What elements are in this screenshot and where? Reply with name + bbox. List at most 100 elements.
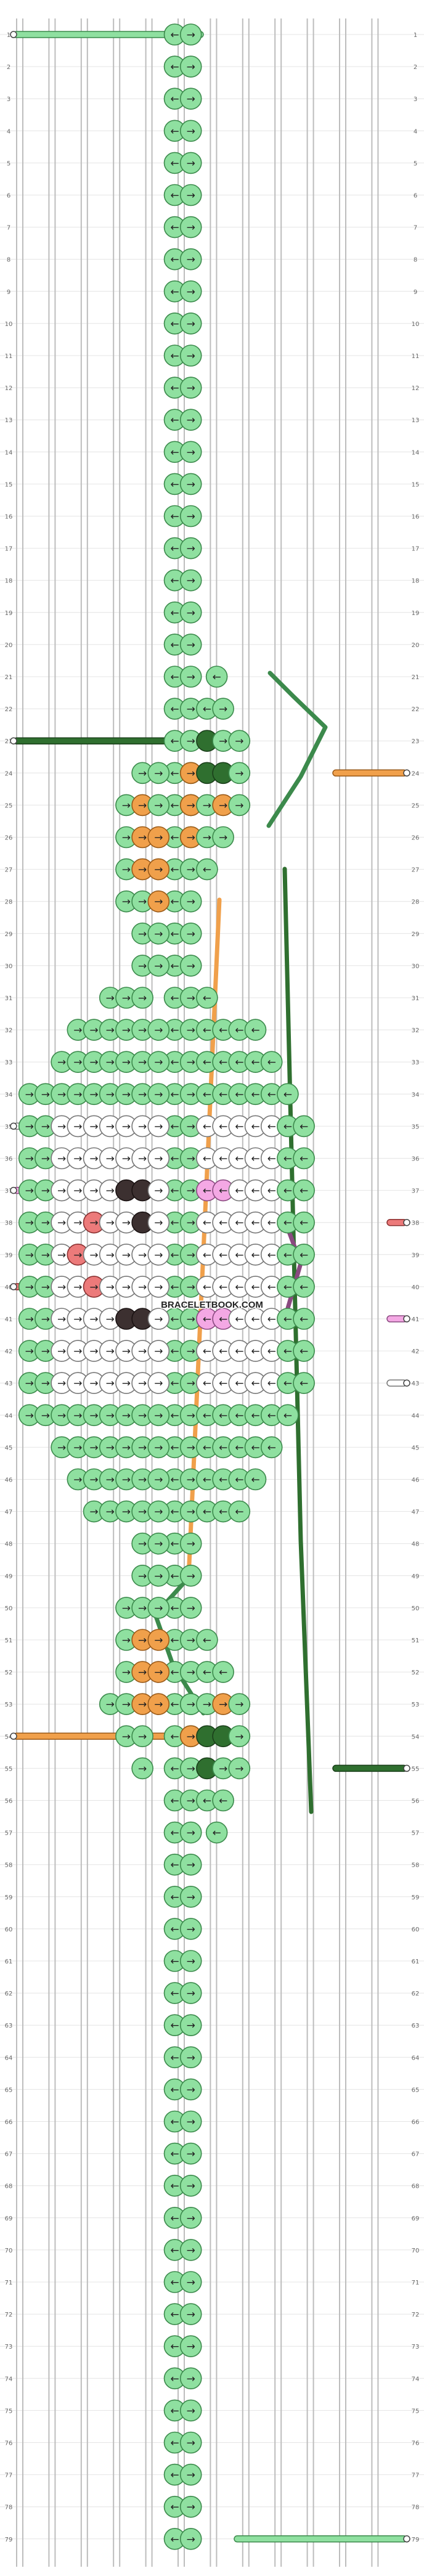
- arrow-right-icon: →: [187, 1987, 195, 2000]
- light-green-knot: →: [179, 2495, 202, 2518]
- arrow-right-icon: →: [89, 1153, 98, 1165]
- arrow-right-icon: →: [122, 864, 131, 876]
- arrow-left-icon: ←: [170, 2116, 179, 2129]
- arrow-right-icon: →: [106, 1345, 115, 1358]
- light-green-knot: ←: [196, 1500, 218, 1523]
- row-number-right: 9: [414, 289, 417, 296]
- arrow-left-icon: ←: [170, 1827, 179, 1840]
- arrow-left-icon: ←: [283, 1409, 292, 1422]
- arrow-left-icon: ←: [235, 1153, 243, 1165]
- white-knot: →: [67, 1372, 89, 1394]
- arrow-right-icon: →: [219, 1763, 227, 1775]
- arrow-right-icon: →: [122, 1377, 131, 1390]
- arrow-right-icon: →: [89, 1056, 98, 1069]
- row-number-left: 47: [5, 1509, 13, 1516]
- arrow-left-icon: ←: [203, 1185, 211, 1197]
- row-number-left: 12: [5, 385, 13, 392]
- light-green-knot: →: [179, 2078, 202, 2101]
- white-knot: ←: [244, 1340, 267, 1362]
- arrow-left-icon: ←: [170, 478, 179, 491]
- arrow-left-icon: ←: [170, 1698, 179, 1711]
- arrow-left-icon: ←: [283, 1088, 292, 1101]
- arrow-left-icon: ←: [267, 1281, 276, 1294]
- arrow-left-icon: ←: [170, 125, 179, 137]
- arrow-right-icon: →: [122, 1409, 131, 1422]
- light-green-knot: ←: [163, 858, 186, 881]
- arrow-right-icon: →: [138, 928, 147, 940]
- light-green-knot: ←: [163, 1725, 186, 1748]
- row-number-right: 16: [412, 514, 420, 521]
- row-number-right: 74: [412, 2376, 420, 2382]
- arrow-left-icon: ←: [283, 1281, 292, 1294]
- arrow-right-icon: →: [187, 318, 195, 330]
- arrow-right-icon: →: [122, 1506, 131, 1518]
- arrow-right-icon: →: [187, 1602, 195, 1615]
- white-knot: →: [115, 1340, 137, 1362]
- arrow-left-icon: ←: [213, 671, 221, 683]
- arrow-right-icon: →: [154, 832, 163, 844]
- light-green-knot: ←: [163, 88, 186, 110]
- row-number-right: 45: [412, 1445, 420, 1451]
- arrow-left-icon: ←: [170, 1955, 179, 1968]
- row-number-left: 78: [5, 2505, 13, 2511]
- arrow-right-icon: →: [57, 1217, 66, 1229]
- white-knot: →: [147, 1340, 170, 1362]
- white-knot: ←: [228, 1276, 251, 1298]
- white-knot: ←: [196, 1340, 218, 1362]
- arrow-right-icon: →: [73, 1185, 82, 1197]
- arrow-left-icon: ←: [235, 1249, 243, 1262]
- arrow-right-icon: →: [122, 1153, 131, 1165]
- light-green-knot: →: [179, 55, 202, 78]
- row-number-right: 8: [414, 257, 417, 264]
- row-number-left: 14: [5, 449, 13, 456]
- row-number-right: 56: [412, 1798, 420, 1805]
- arrow-left-icon: ←: [203, 1377, 211, 1390]
- row-number-left: 52: [5, 1669, 13, 1676]
- arrow-left-icon: ←: [170, 2020, 179, 2032]
- arrow-right-icon: →: [187, 2116, 195, 2129]
- arrow-right-icon: →: [138, 1666, 147, 1679]
- row-number-left: 51: [5, 1637, 13, 1644]
- arrow-right-icon: →: [106, 1056, 115, 1069]
- row-number-right: 34: [412, 1091, 420, 1098]
- light-green-knot: →: [51, 1404, 73, 1427]
- arrow-left-icon: ←: [219, 1795, 227, 1808]
- arrow-left-icon: ←: [170, 2373, 179, 2385]
- light-green-knot: ←: [260, 1436, 283, 1459]
- arrow-left-icon: ←: [219, 1345, 227, 1358]
- light-green-knot: ←: [196, 1436, 218, 1459]
- row-number-left: 10: [5, 321, 13, 328]
- light-green-knot: →: [179, 2046, 202, 2069]
- light-green-knot: →: [18, 1244, 41, 1266]
- arrow-right-icon: →: [187, 1185, 195, 1197]
- light-green-knot: ←: [212, 1436, 234, 1459]
- arrow-right-icon: →: [187, 1827, 195, 1840]
- thread-end-cap: [10, 1283, 17, 1290]
- arrow-left-icon: ←: [251, 1056, 259, 1069]
- arrow-left-icon: ←: [267, 1056, 276, 1069]
- arrow-left-icon: ←: [203, 1474, 211, 1486]
- dark-green-thread-end: [332, 1764, 407, 1772]
- arrow-right-icon: →: [138, 896, 147, 908]
- arrow-left-icon: ←: [170, 2244, 179, 2257]
- arrow-right-icon: →: [203, 832, 211, 844]
- row-number-left: 23: [5, 738, 13, 745]
- arrow-right-icon: →: [25, 1377, 34, 1390]
- row-number-right: 36: [412, 1156, 420, 1163]
- orange-thread-end: [332, 769, 407, 777]
- light-green-knot: →: [179, 1276, 202, 1298]
- row-number-right: 46: [412, 1477, 420, 1484]
- thread-end-cap: [10, 1186, 17, 1194]
- arrow-left-icon: ←: [170, 2212, 179, 2225]
- arrow-left-icon: ←: [251, 1153, 259, 1165]
- arrow-left-icon: ←: [170, 2180, 179, 2193]
- row-number-left: 33: [5, 1059, 13, 1066]
- light-green-knot: →: [179, 2431, 202, 2454]
- arrow-right-icon: →: [187, 1506, 195, 1518]
- light-green-knot: ←: [163, 1693, 186, 1715]
- light-green-knot: →: [212, 826, 234, 849]
- arrow-right-icon: →: [138, 1441, 147, 1454]
- light-green-knot: ←: [293, 1179, 315, 1202]
- light-green-knot: →: [179, 1982, 202, 2004]
- white-knot: →: [115, 1372, 137, 1394]
